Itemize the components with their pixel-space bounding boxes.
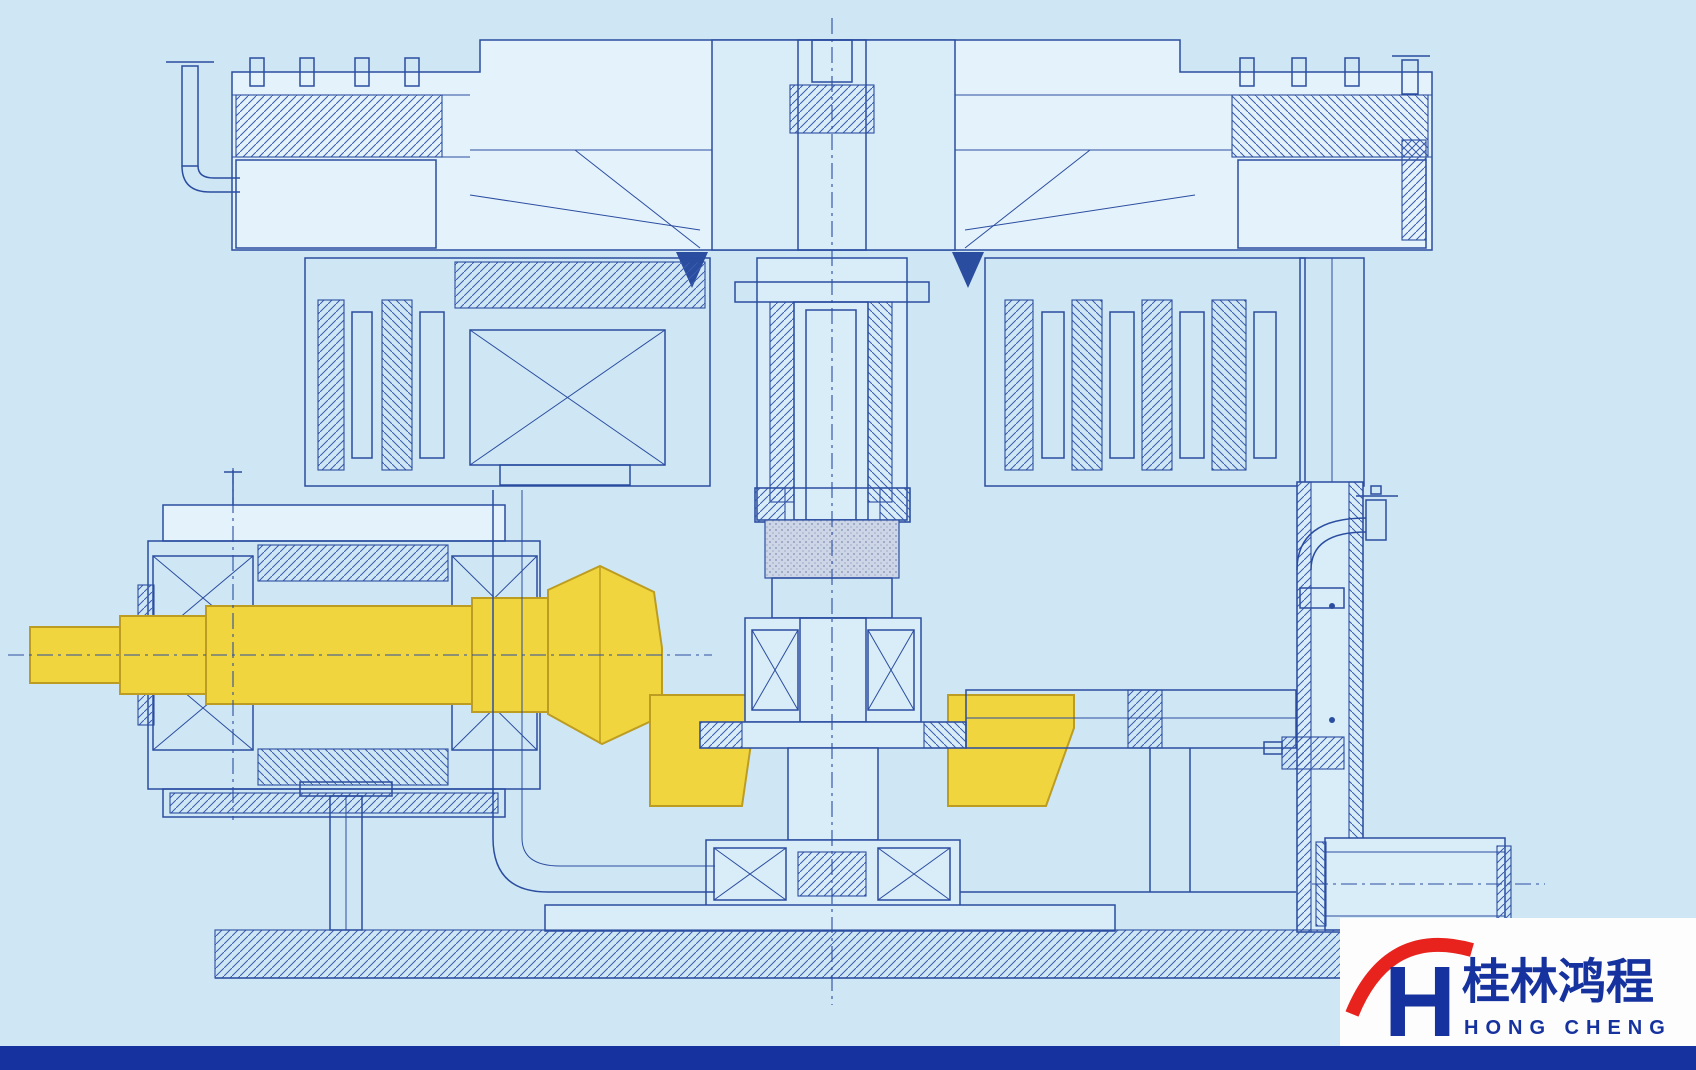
logo-panel xyxy=(1340,918,1696,1046)
top-bolts xyxy=(249,57,1360,87)
right-elbow-pipe xyxy=(1296,485,1398,571)
hongcheng-logo: H 桂林鸿程 HONG CHENG xyxy=(1340,918,1696,1058)
bevel-pinion xyxy=(547,564,663,746)
logo-english-text: HONG CHENG xyxy=(1464,1017,1672,1039)
logo-chinese-text: 桂林鸿程 xyxy=(1462,956,1654,1009)
logo-swoosh xyxy=(1345,937,1474,1017)
hub-bearing-right xyxy=(867,629,915,711)
lower-bearing-right xyxy=(877,847,951,901)
v-notch-right xyxy=(952,252,984,288)
base-plate xyxy=(214,904,1512,979)
pipe-flange-upper xyxy=(1299,587,1345,609)
left-elbow-pipe xyxy=(166,61,240,193)
lower-casing xyxy=(299,490,1297,931)
lower-bearing-left xyxy=(713,847,787,901)
centerlines xyxy=(8,18,1545,1005)
footer-bar xyxy=(0,1046,1696,1070)
logo-h-mark: H xyxy=(1384,946,1456,1058)
right-valve xyxy=(1392,55,1430,241)
pipe-flange-lower xyxy=(1281,736,1345,770)
gear-train xyxy=(304,257,1365,521)
highlighted-ring-gear xyxy=(649,694,1075,807)
hub-bearing-left xyxy=(751,629,799,711)
